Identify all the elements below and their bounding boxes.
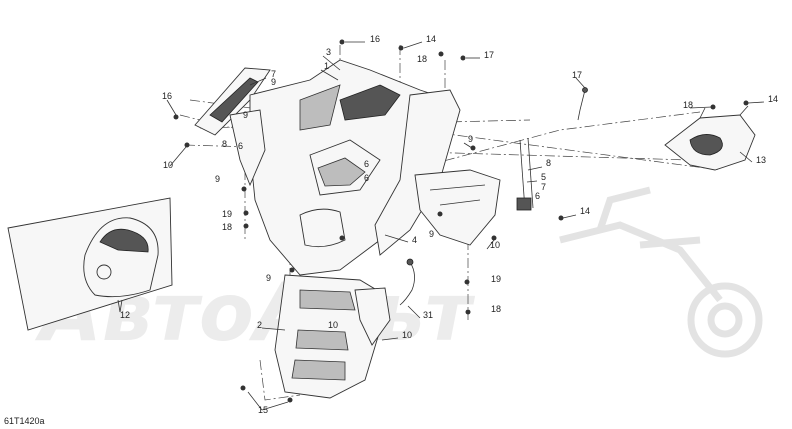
callout-c9a: 9 [271,77,276,87]
callout-c18c: 18 [222,222,232,232]
callout-c10c: 10 [328,320,338,330]
callout-c6c: 6 [364,173,369,183]
cable-part-17 [577,87,588,121]
fasteners [173,39,749,403]
callout-c7b: 7 [541,182,546,192]
diagram-code: 61T1420a [4,416,45,426]
callout-c8b: 8 [546,158,551,168]
callout-c14c: 14 [580,206,590,216]
callout-c12: 12 [120,310,130,320]
callout-c10a: 10 [163,160,173,170]
callout-c18b: 18 [683,100,693,110]
callout-c9e: 9 [429,229,434,239]
rear-cover-part-13 [664,105,756,171]
callout-c19a: 19 [222,209,232,219]
watermark-motorcycle-icon [559,186,763,358]
callout-c9f: 9 [266,273,271,283]
callout-c16b: 16 [162,91,172,101]
side-bracket [516,137,534,211]
callout-c9d: 9 [215,174,220,184]
leader-lines [117,41,765,411]
callout-c17b: 17 [572,70,582,80]
callout-c9c: 9 [468,134,473,144]
callout-c2: 2 [257,320,262,330]
callout-c6d: 6 [535,191,540,201]
callout-c18a: 18 [417,54,427,64]
callout-c9b: 9 [243,110,248,120]
callout-c31: 31 [423,310,433,320]
callout-c18d: 18 [491,304,501,314]
callout-c14b: 14 [768,94,778,104]
callout-c10b: 10 [490,240,500,250]
callout-c4: 4 [412,235,417,245]
headlight-cover-part-12 [7,197,173,331]
callout-c3: 3 [326,47,331,57]
callout-c1: 1 [324,61,329,71]
callout-c6a: 6 [238,141,243,151]
callout-c13: 13 [756,155,766,165]
callout-c8a: 8 [222,139,227,149]
callout-c7: 7 [271,69,276,79]
callout-c6b: 6 [364,159,369,169]
front-fairing-assembly [194,59,501,399]
callout-c17a: 17 [484,50,494,60]
callout-c5: 5 [541,172,546,182]
callout-c14a: 14 [426,34,436,44]
callout-c19b: 19 [491,274,501,284]
callout-c10d: 10 [402,330,412,340]
callout-c16a: 16 [370,34,380,44]
callout-c15: 15 [258,405,268,415]
